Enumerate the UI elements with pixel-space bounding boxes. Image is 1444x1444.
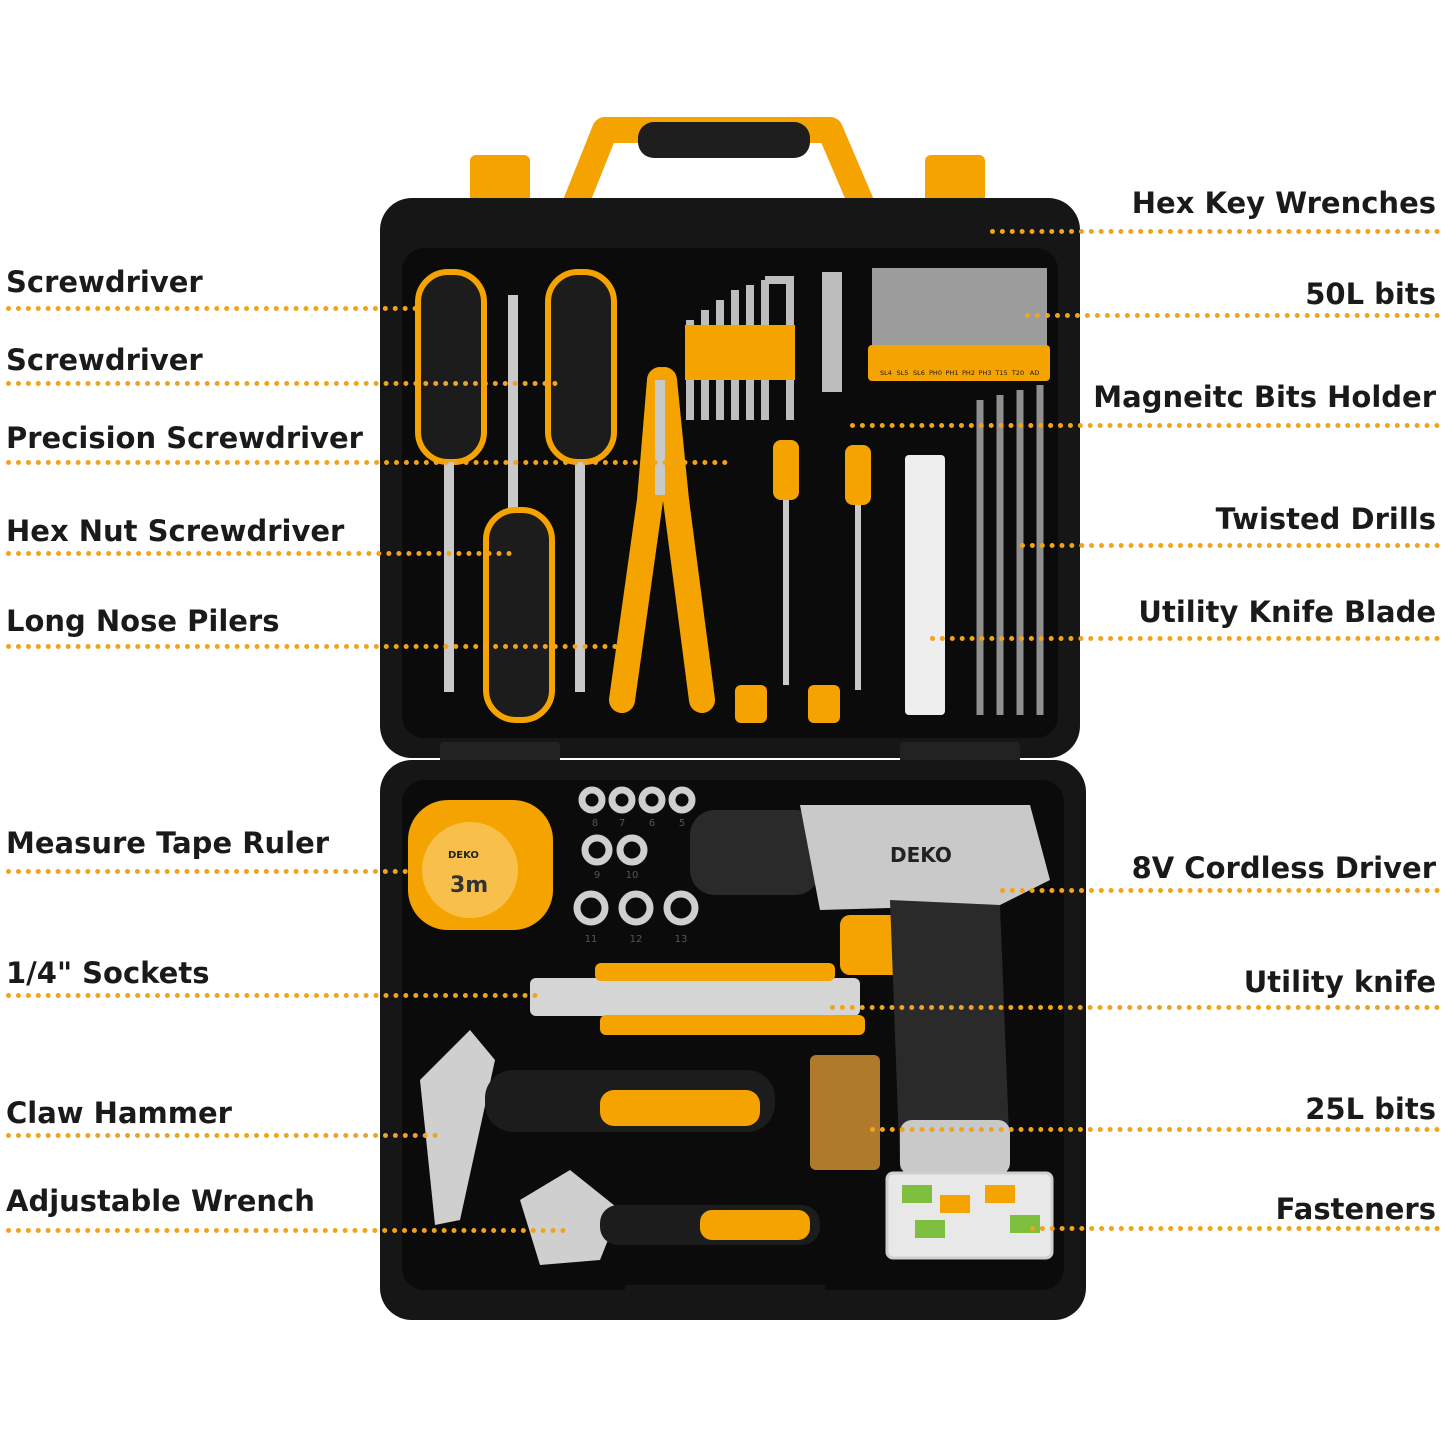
label-long-nose-pliers: Long Nose Pilers xyxy=(6,604,280,638)
adjustable-wrench xyxy=(520,1170,820,1265)
left-latch xyxy=(470,155,530,210)
socket-number: 9 xyxy=(594,870,600,881)
socket-number: 11 xyxy=(585,934,598,945)
leader-cordless-driver xyxy=(1000,888,1440,893)
twisted-drills xyxy=(976,385,1044,715)
leader-measure-tape-ruler xyxy=(6,869,418,874)
measure-tape xyxy=(408,800,553,930)
bit-label: SL6 xyxy=(913,369,925,377)
fasteners-box xyxy=(885,1171,1054,1260)
label-measure-tape-ruler: Measure Tape Ruler xyxy=(6,826,330,860)
tape-size-text: 3m xyxy=(450,873,488,898)
blade-pack xyxy=(905,455,945,715)
label-hex-key-wrenches: Hex Key Wrenches xyxy=(1131,186,1436,220)
screwdriver-set xyxy=(415,269,617,723)
label-precision-screwdriver: Precision Screwdriver xyxy=(6,421,363,455)
claw-hammer xyxy=(420,1030,775,1225)
label-utility-knife: Utility knife xyxy=(1243,965,1436,999)
socket-number: 10 xyxy=(626,870,639,881)
leader-sockets xyxy=(6,993,538,998)
leader-screwdriver-2 xyxy=(6,381,558,386)
bits-strip xyxy=(868,268,1050,381)
bit-label: PH2 xyxy=(962,369,975,377)
magnetic-bits-holder xyxy=(822,272,842,392)
leader-claw-hammer xyxy=(6,1133,438,1138)
label-twisted-drills: Twisted Drills xyxy=(1215,502,1436,536)
bit-label: SL4 xyxy=(880,369,892,377)
bit-label: T15 xyxy=(994,369,1007,377)
leader-utility-knife xyxy=(830,1005,1440,1010)
hex-key-holder xyxy=(685,325,795,380)
leader-25l-bits xyxy=(870,1127,1440,1132)
socket-set xyxy=(573,786,699,926)
leader-precision-screwdriver xyxy=(6,460,728,465)
bit-label: PH3 xyxy=(979,369,992,377)
bits-25l xyxy=(810,1055,880,1170)
right-latch xyxy=(925,155,985,210)
carry-handle xyxy=(470,117,985,211)
label-adjustable-wrench: Adjustable Wrench xyxy=(6,1184,315,1218)
bit-label: T20 xyxy=(1011,369,1024,377)
tape-brand-text: DEKO xyxy=(448,850,479,861)
bit-label: PH1 xyxy=(946,369,959,377)
label-utility-knife-blade: Utility Knife Blade xyxy=(1138,595,1436,629)
cordless-driver xyxy=(690,805,1050,1175)
bit-label: SL5 xyxy=(897,369,909,377)
leader-twisted-drills xyxy=(1020,543,1440,548)
leader-hex-key-wrenches xyxy=(990,229,1440,234)
leader-utility-knife-blade xyxy=(930,636,1440,641)
socket-number: 12 xyxy=(630,934,643,945)
leader-adjustable-wrench xyxy=(6,1228,566,1233)
label-hex-nut-screwdriver: Hex Nut Screwdriver xyxy=(6,514,345,548)
socket-number: 7 xyxy=(619,818,625,829)
driver-brand-text: DEKO xyxy=(890,843,952,867)
label-claw-hammer: Claw Hammer xyxy=(6,1096,232,1130)
leader-long-nose-pliers xyxy=(6,644,618,649)
leader-screwdriver-1 xyxy=(6,306,418,311)
label-magnetic-bits-holder: Magneitc Bits Holder xyxy=(1093,380,1436,414)
leader-hex-nut-screwdriver xyxy=(6,551,512,556)
label-25l-bits: 25L bits xyxy=(1305,1092,1436,1126)
label-screwdriver-2: Screwdriver xyxy=(6,343,203,377)
bit-label: AD xyxy=(1030,369,1039,377)
label-sockets: 1/4" Sockets xyxy=(6,956,210,990)
long-nose-pliers xyxy=(609,367,715,713)
label-cordless-driver: 8V Cordless Driver xyxy=(1131,851,1436,885)
label-fasteners: Fasteners xyxy=(1275,1192,1436,1226)
label-50l-bits: 50L bits xyxy=(1305,277,1436,311)
socket-number: 5 xyxy=(679,818,685,829)
socket-number-row: 8 7 6 5 9 10 11 12 13 xyxy=(585,818,688,945)
label-screwdriver-1: Screwdriver xyxy=(6,265,203,299)
socket-number: 8 xyxy=(592,818,598,829)
precision-screwdrivers xyxy=(735,440,871,723)
leader-magnetic-bits-holder xyxy=(850,423,1440,428)
bit-label: PH0 xyxy=(929,369,942,377)
leader-50l-bits xyxy=(1025,313,1440,318)
socket-number: 13 xyxy=(675,934,688,945)
leader-fasteners xyxy=(1030,1226,1440,1231)
utility-knife xyxy=(530,963,865,1035)
socket-number: 6 xyxy=(649,818,655,829)
